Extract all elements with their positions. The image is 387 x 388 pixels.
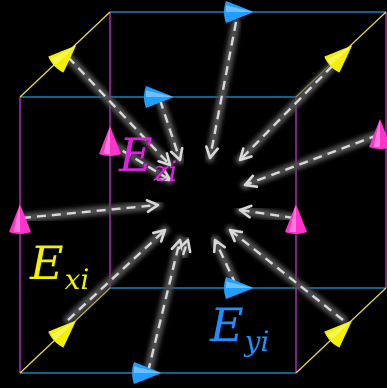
- ez-label-sub: zi: [153, 155, 178, 188]
- ez-marker-body: [369, 119, 387, 149]
- field-arrow-head: [238, 147, 253, 162]
- field-arrow-shaft: [67, 56, 171, 166]
- field-arrow: [63, 225, 170, 325]
- ey-label-sub: yi: [244, 325, 270, 358]
- ex-label-main: E: [30, 236, 64, 290]
- ez-marker-body: [9, 204, 31, 234]
- ey-marker-shine: [226, 281, 254, 288]
- field-arrow: [205, 17, 241, 163]
- field-arrow-head: [228, 228, 244, 243]
- ex-marker-shine: [51, 45, 77, 65]
- ez-marker: [99, 126, 121, 156]
- field-arrow-head: [152, 228, 167, 243]
- field-arrow-head: [212, 238, 226, 254]
- ex-marker-body: [324, 45, 353, 73]
- field-arrow-head: [156, 168, 172, 182]
- field-arrow-shaft: [158, 99, 182, 161]
- ex-label: Exi: [30, 240, 89, 294]
- ey-marker-shine: [134, 366, 162, 373]
- ez-marker-body: [285, 204, 307, 234]
- ex-marker-shine: [327, 320, 353, 340]
- field-arrow-shaft: [67, 229, 166, 321]
- field-arrow-head: [157, 152, 172, 167]
- ez-marker: [285, 204, 307, 234]
- ez-label-main: E: [119, 128, 153, 182]
- ex-marker: [48, 320, 77, 348]
- field-arrow-shaft: [208, 21, 238, 159]
- field-arrow: [17, 198, 163, 223]
- field-arrow: [143, 235, 185, 377]
- field-arrow: [105, 138, 175, 185]
- field-arrow-shaft: [213, 239, 238, 286]
- ex-marker: [324, 320, 353, 348]
- field-arrow-shaft: [181, 239, 190, 256]
- field-arrow: [177, 235, 193, 260]
- ez-marker: [369, 119, 387, 149]
- ex-label-sub: xi: [64, 263, 90, 296]
- field-arrow-head: [243, 174, 259, 188]
- ex-marker-body: [324, 320, 353, 348]
- ez-marker-body: [99, 126, 121, 156]
- field-arrow-shaft: [146, 239, 182, 373]
- ey-marker: [132, 362, 162, 384]
- field-arrow-shaft: [21, 203, 159, 220]
- ex-marker: [324, 45, 353, 73]
- field-arrow-head: [169, 146, 184, 162]
- ex-marker: [48, 45, 77, 73]
- ex-marker-shine: [327, 45, 353, 65]
- ex-marker-body: [48, 320, 77, 348]
- ey-label: Eyi: [210, 302, 269, 356]
- field-arrow: [240, 130, 383, 190]
- field-arrow-head: [238, 204, 253, 219]
- ey-marker-body: [224, 277, 254, 299]
- ex-marker-body: [48, 45, 77, 73]
- field-arrow-head: [145, 198, 160, 214]
- field-arrow: [63, 52, 175, 170]
- field-arrow: [225, 225, 348, 325]
- field-arrow-shaft: [239, 54, 344, 161]
- ey-marker-body: [132, 362, 162, 384]
- field-arrow: [155, 95, 185, 165]
- field-arrow-head: [177, 238, 192, 254]
- ez-label: Ezi: [119, 132, 177, 186]
- ey-marker-body: [224, 1, 254, 23]
- field-arrow: [235, 204, 299, 223]
- ey-marker: [224, 1, 254, 23]
- field-arrow-shaft: [239, 208, 295, 220]
- field-arrow: [235, 50, 348, 165]
- ex-marker-shine: [51, 320, 77, 340]
- ey-label-main: E: [210, 298, 244, 352]
- field-arrow-shaft: [109, 141, 171, 182]
- ez-marker: [9, 204, 31, 234]
- field-arrow-shaft: [244, 133, 379, 187]
- ey-marker: [144, 86, 174, 108]
- ey-marker: [224, 277, 254, 299]
- field-arrow: [210, 235, 241, 290]
- ez-marker-shine: [13, 204, 20, 232]
- field-arrow-shaft: [229, 229, 344, 321]
- field-arrow-head: [205, 145, 219, 160]
- ey-marker-body: [144, 86, 174, 108]
